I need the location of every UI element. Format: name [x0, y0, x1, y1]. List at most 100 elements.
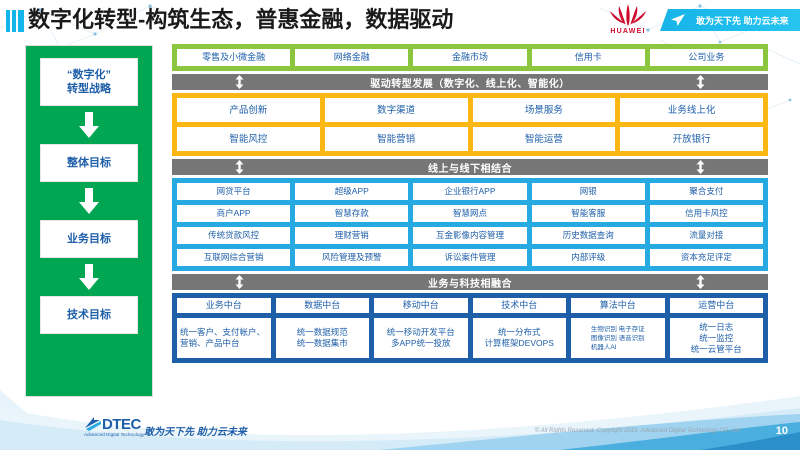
- band-row: 智能风控 智能营销 智能运营 开放银行: [177, 127, 763, 151]
- cell-data-midplatform-header[interactable]: 数据中台: [275, 298, 369, 313]
- band-row: 统一客户、支付帐户、营销、产品中台 统一数据规范统一数据集市 统一移动开发平台多…: [177, 318, 763, 358]
- cell-smart-operation[interactable]: 智能运营: [472, 127, 616, 151]
- cell-digital-channel[interactable]: 数字渠道: [324, 98, 468, 122]
- band-row: 零售及小微金融 网络金融 金融市场 信用卡 公司业务: [177, 49, 764, 66]
- cell-internet-integrated-marketing[interactable]: 互联网综合营销: [177, 249, 291, 266]
- up-down-arrow-icon: [696, 75, 705, 89]
- huawei-logo: HUAWEI: [600, 2, 656, 38]
- band-row: 互联网综合营销 风险管理及预警 诉讼案件管理 内部评级 资本充足评定: [177, 249, 764, 266]
- cell-traditional-loan-risk[interactable]: 传统贷款风控: [177, 227, 291, 244]
- strategy-box-digital-strategy[interactable]: “数字化” 转型战略: [40, 58, 138, 106]
- huawei-wordmark: HUAWEI: [610, 28, 646, 35]
- strategy-column: “数字化” 转型战略 整体目标 业务目标 技术目标: [25, 45, 153, 397]
- cell-risk-management-warning[interactable]: 风险管理及预警: [295, 249, 409, 266]
- connector-drive-transformation: 驱动转型发展（数字化、线上化、智能化）: [172, 74, 768, 90]
- architecture-stack: 零售及小微金融 网络金融 金融市场 信用卡 公司业务 驱动转型发展（数字化、线上…: [172, 40, 772, 363]
- cell-wealth-marketing[interactable]: 理财营销: [295, 227, 409, 244]
- cell-smart-customer-service[interactable]: 智能客服: [531, 205, 645, 222]
- up-down-arrow-icon: [235, 160, 244, 174]
- dtec-logo: DTEC Advanced Digital Technology: [84, 416, 144, 437]
- banner-slogan: 敢为天下先 助力云未来: [696, 15, 789, 26]
- cell-mobile-midplatform-header[interactable]: 移动中台: [374, 298, 468, 313]
- cell-capital-adequacy[interactable]: 资本充足评定: [649, 249, 764, 266]
- cell-operation-midplatform-header[interactable]: 运营中台: [669, 298, 763, 313]
- up-down-arrow-icon: [235, 275, 244, 289]
- arrow-down-icon: [79, 112, 99, 138]
- cell-super-app[interactable]: 超级APP: [295, 183, 409, 200]
- band-middle-platforms: 业务中台 数据中台 移动中台 技术中台 算法中台 运营中台 统一客户、支付帐户、…: [172, 293, 768, 363]
- band-business-lines: 零售及小微金融 网络金融 金融市场 信用卡 公司业务: [172, 44, 768, 71]
- band-row: 传统贷款风控 理财营销 互金影像内容管理 历史数据查询 流量对接: [177, 227, 764, 244]
- page-title: 数字化转型-构筑生态，普惠金融，数据驱动: [28, 7, 454, 32]
- strategy-label: 整体目标: [67, 157, 111, 169]
- cell-financial-market[interactable]: 金融市场: [413, 49, 527, 66]
- paper-plane-icon: [671, 14, 685, 26]
- cell-business-midplatform-body[interactable]: 统一客户、支付帐户、营销、产品中台: [177, 318, 271, 358]
- cell-smart-risk-control[interactable]: 智能风控: [177, 127, 320, 151]
- cell-business-online[interactable]: 业务线上化: [620, 98, 763, 122]
- strategy-label: 技术目标: [67, 309, 111, 321]
- cell-smart-marketing[interactable]: 智能营销: [324, 127, 468, 151]
- cell-internal-rating[interactable]: 内部评级: [531, 249, 645, 266]
- cell-tech-midplatform-body[interactable]: 统一分布式计算框架DEVOPS: [472, 318, 566, 358]
- header-banner: 敢为天下先 助力云未来: [660, 9, 800, 31]
- dtec-arrow-icon: [85, 416, 101, 431]
- strategy-box-overall-goal[interactable]: 整体目标: [40, 144, 138, 182]
- huawei-flower-icon: [610, 4, 646, 26]
- page-number: 10: [775, 425, 788, 437]
- strategy-box-tech-goal[interactable]: 技术目标: [40, 296, 138, 334]
- cell-open-banking[interactable]: 开放银行: [620, 127, 763, 151]
- strategy-label-line1: “数字化”: [67, 69, 111, 81]
- strategy-label-line2: 转型战略: [67, 83, 111, 95]
- cell-aggregate-payment[interactable]: 聚合支付: [649, 183, 764, 200]
- connector-label: 驱动转型发展（数字化、线上化、智能化）: [370, 78, 570, 90]
- cell-tech-midplatform-header[interactable]: 技术中台: [472, 298, 566, 313]
- cell-product-innovation[interactable]: 产品创新: [177, 98, 320, 122]
- copyright-text: © All Rights Reserved. Copyright 2019, A…: [534, 428, 740, 434]
- dtec-wordmark: DTEC: [102, 416, 141, 433]
- cell-mobile-midplatform-body[interactable]: 统一移动开发平台多APP统一投放: [374, 318, 468, 358]
- connector-online-offline: 线上与线下相结合: [172, 159, 768, 175]
- band-applications: 网贷平台 超级APP 企业银行APP 网银 聚合支付 商户APP 智慧存款 智慧…: [172, 178, 768, 271]
- arrow-down-icon: [79, 264, 99, 290]
- arrow-down-icon: [79, 188, 99, 214]
- cell-credit-card[interactable]: 信用卡: [531, 49, 645, 66]
- cell-historical-data-query[interactable]: 历史数据查询: [531, 227, 645, 244]
- cell-retail-micro-finance[interactable]: 零售及小微金融: [177, 49, 291, 66]
- stripe-deco-icon: [6, 10, 24, 32]
- cell-online-loan-platform[interactable]: 网贷平台: [177, 183, 291, 200]
- cell-data-midplatform-body[interactable]: 统一数据规范统一数据集市: [275, 318, 369, 358]
- dtec-tagline: Advanced Digital Technology: [84, 432, 145, 437]
- band-row: 商户APP 智慧存款 智慧网点 智能客服 信用卡风控: [177, 205, 764, 222]
- strategy-label: 业务目标: [67, 233, 111, 245]
- band-transformation-capabilities: 产品创新 数字渠道 场景服务 业务线上化 智能风控 智能营销 智能运营 开放银行: [172, 93, 768, 156]
- cell-algorithm-midplatform-header[interactable]: 算法中台: [571, 298, 665, 313]
- up-down-arrow-icon: [235, 75, 244, 89]
- cell-merchant-app[interactable]: 商户APP: [177, 205, 291, 222]
- band-row: 产品创新 数字渠道 场景服务 业务线上化: [177, 98, 763, 122]
- strategy-box-business-goal[interactable]: 业务目标: [40, 220, 138, 258]
- cell-internet-finance[interactable]: 网络金融: [295, 49, 409, 66]
- cell-algorithm-midplatform-body[interactable]: 生物识别 电子存证图像识别 语音识别机器人AI: [571, 318, 665, 358]
- up-down-arrow-icon: [696, 275, 705, 289]
- cell-scenario-service[interactable]: 场景服务: [472, 98, 616, 122]
- cell-smart-deposit[interactable]: 智慧存款: [295, 205, 409, 222]
- cell-online-banking[interactable]: 网银: [531, 183, 645, 200]
- cell-smart-branch[interactable]: 智慧网点: [413, 205, 527, 222]
- connector-label: 线上与线下相结合: [428, 163, 512, 175]
- slide-content: “数字化” 转型战略 整体目标 业务目标 技术目标 零售及小微金融 网络金融 金…: [0, 40, 800, 410]
- page-footer: DTEC Advanced Digital Technology 敢为天下先 助…: [0, 408, 800, 450]
- cell-litigation-case-management[interactable]: 诉讼案件管理: [413, 249, 527, 266]
- connector-business-tech-fusion: 业务与科技相融合: [172, 274, 768, 290]
- cell-credit-card-risk-control[interactable]: 信用卡风控: [649, 205, 764, 222]
- footer-slogan: 敢为天下先 助力云未来: [144, 427, 247, 438]
- cell-corporate-business[interactable]: 公司业务: [649, 49, 764, 66]
- band-row: 业务中台 数据中台 移动中台 技术中台 算法中台 运营中台: [177, 298, 763, 313]
- cell-operation-midplatform-body[interactable]: 统一日志统一监控统一云管平台: [669, 318, 763, 358]
- cell-business-midplatform-header[interactable]: 业务中台: [177, 298, 271, 313]
- cell-enterprise-bank-app[interactable]: 企业银行APP: [413, 183, 527, 200]
- cell-traffic-docking[interactable]: 流量对接: [649, 227, 764, 244]
- cell-image-content-management[interactable]: 互金影像内容管理: [413, 227, 527, 244]
- up-down-arrow-icon: [696, 160, 705, 174]
- connector-label: 业务与科技相融合: [428, 278, 512, 290]
